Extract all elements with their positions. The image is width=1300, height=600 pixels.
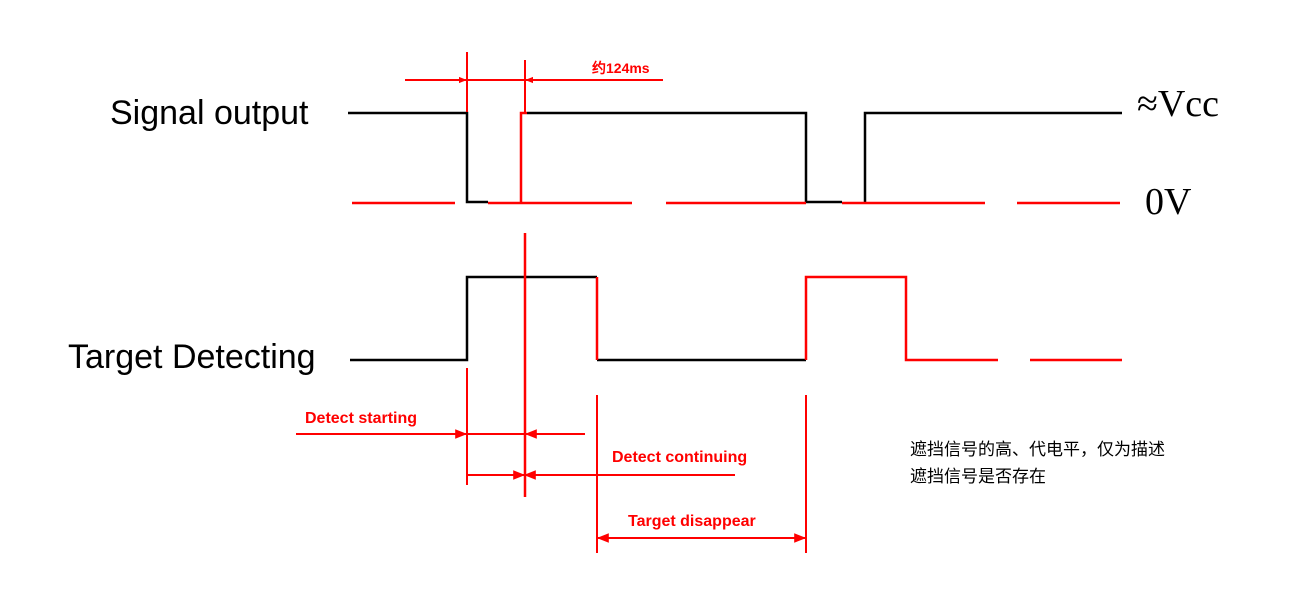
target-detecting-waveform <box>350 275 597 362</box>
detect-starting-label: Detect starting <box>305 410 417 427</box>
signal-output-waveform-tail <box>863 111 1122 202</box>
signal-output-waveform-high <box>527 111 842 204</box>
vcc-level-label: ≈Vcc <box>1137 83 1219 125</box>
target-detecting-red-pulse <box>804 275 998 362</box>
signal-output-label: Signal output <box>110 94 309 132</box>
target-disappear-label: Target disappear <box>628 513 756 530</box>
target-detecting-label: Target Detecting <box>68 338 316 376</box>
period-label: 约124ms <box>592 60 650 76</box>
signal-output-waveform <box>348 111 488 204</box>
note-line-1: 遮挡信号的高、代电平，仅为描述 <box>910 440 1165 460</box>
signal-rise-edge-marker <box>519 111 527 203</box>
note-line-2: 遮挡信号是否存在 <box>910 467 1046 487</box>
zero-volt-label: 0V <box>1145 181 1192 223</box>
detect-continuing-label: Detect continuing <box>612 449 747 466</box>
